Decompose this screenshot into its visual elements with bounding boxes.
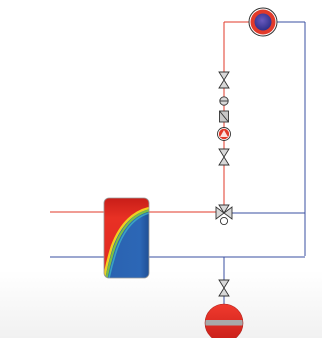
buffer-storage-tank: [103, 197, 150, 279]
circulation-pump-top: [248, 7, 278, 37]
circulation-pump-mid: [217, 127, 231, 141]
shutoff-valve-upper: [218, 71, 230, 89]
expansion-vessel: [204, 303, 244, 338]
three-way-mixing-valve: [215, 204, 233, 226]
shutoff-valve-lower: [218, 148, 230, 166]
check-valve: [219, 96, 229, 106]
dirt-filter: [219, 110, 229, 123]
shutoff-valve-expansion: [218, 279, 230, 297]
return-pipes: [50, 21, 306, 305]
